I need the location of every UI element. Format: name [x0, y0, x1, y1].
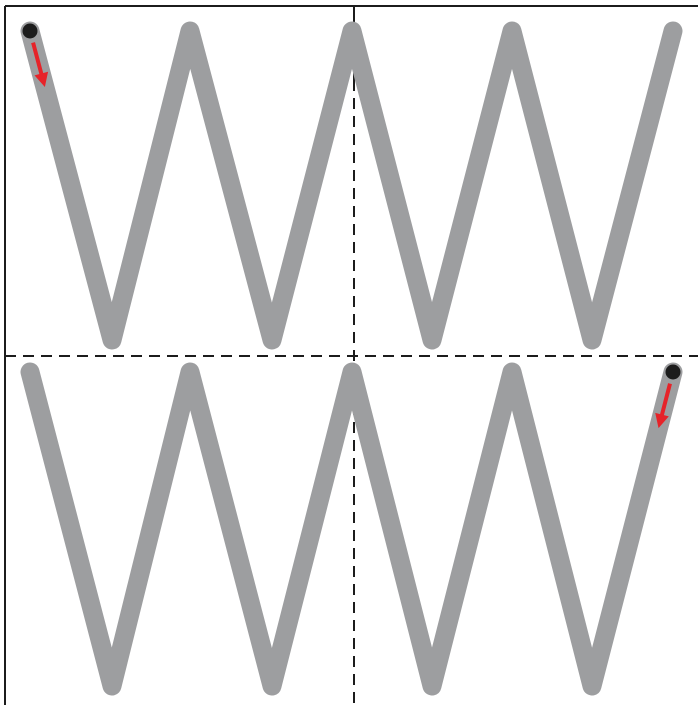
direction-arrow-head-bottom [655, 412, 669, 429]
direction-arrow-shaft-top [31, 42, 45, 79]
direction-arrow-shaft-bottom [659, 383, 672, 420]
zigzag-stroke-top [20, 21, 683, 350]
start-markers [22, 23, 681, 429]
start-dot-top [22, 23, 38, 39]
direction-arrow-head-top [34, 71, 49, 88]
start-dot-bottom [665, 364, 681, 380]
zigzag-strokes [20, 21, 683, 696]
zigzag-stroke-bottom [20, 362, 683, 696]
